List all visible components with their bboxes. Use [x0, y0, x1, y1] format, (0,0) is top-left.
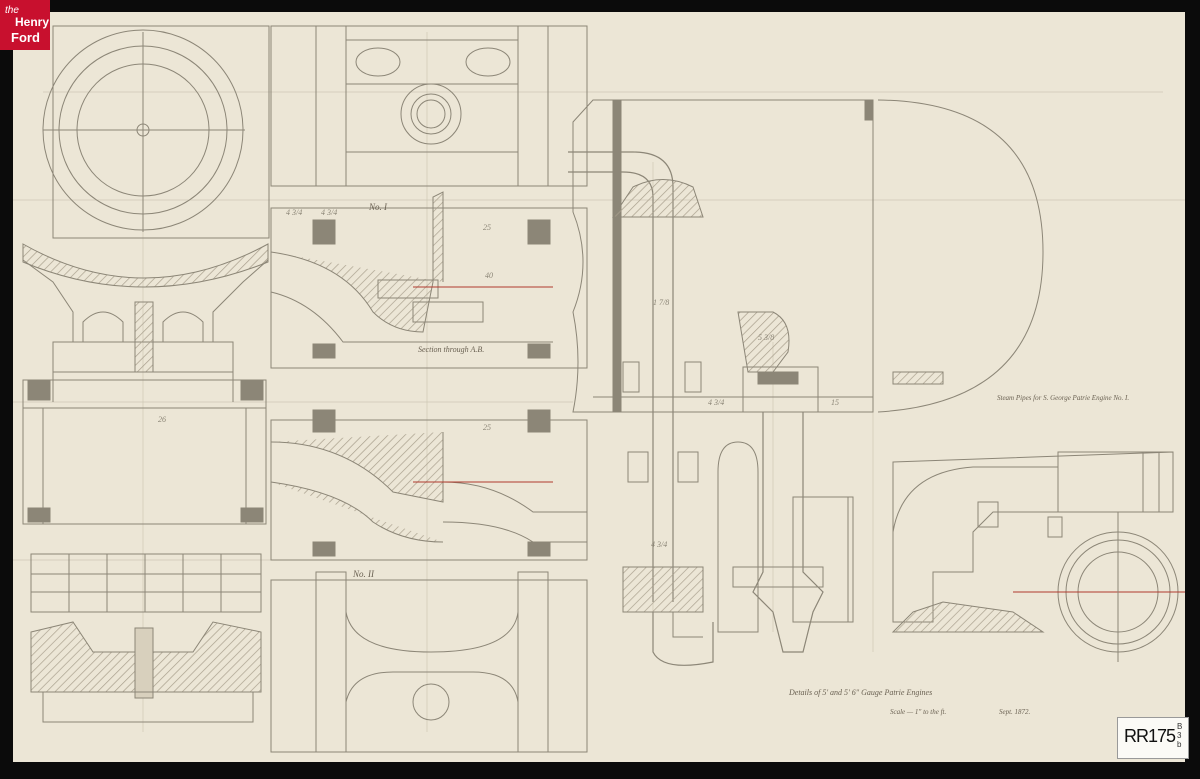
- accession-number: RR175: [1124, 726, 1176, 746]
- dim-5: 26: [158, 415, 166, 424]
- label-view-one: No. I: [369, 202, 387, 212]
- drawing-title: Details of 5' and 5' 6" Gauge Patrie Eng…: [789, 688, 933, 697]
- feed-pump: [891, 371, 1174, 633]
- axlebox-top: [270, 25, 588, 187]
- engineering-drawing: 4 3/4 4 3/4 25 40 26 1 7/8 5 3/8 4 3/4 1…: [13, 25, 1185, 753]
- accession-tag: RR175 B3b: [1117, 717, 1189, 759]
- dim-4: 40: [485, 271, 493, 280]
- saddle-section: [22, 243, 269, 402]
- bottom-left-assembly: [30, 553, 262, 723]
- section-one: [270, 191, 588, 369]
- axlebox-bottom: [270, 571, 588, 753]
- dim-3: 25: [483, 223, 491, 232]
- wheel-top-view: [42, 25, 270, 239]
- eccentric-wheel: [1013, 512, 1185, 662]
- dim-6: 1 7/8: [653, 298, 669, 307]
- dim-10: 4 3/4: [651, 540, 667, 549]
- drawing-date: Sept. 1872.: [999, 708, 1031, 716]
- label-view-two: No. II: [353, 569, 374, 579]
- drawing-scale: Scale — 1" to the ft.: [890, 708, 947, 716]
- frame-plates: [22, 379, 267, 525]
- label-steam-pipes: Steam Pipes for S. George Patrie Engine …: [997, 394, 1130, 402]
- accession-side-code: B3b: [1177, 722, 1183, 749]
- steam-pipe: [568, 151, 714, 666]
- dim-8: 4 3/4: [708, 398, 724, 407]
- steam-box: [572, 99, 1044, 413]
- label-section-ab: Section through A.B.: [418, 345, 485, 354]
- dim-9: 15: [831, 398, 839, 407]
- dim-7: 5 3/8: [758, 333, 774, 342]
- regulator-pipe: [717, 311, 854, 653]
- dim-11: 25: [483, 423, 491, 432]
- dim-2: 4 3/4: [321, 208, 337, 217]
- henry-ford-logo: the Henry Ford: [0, 0, 50, 50]
- dim-1: 4 3/4: [286, 208, 302, 217]
- drawing-sheet: 4 3/4 4 3/4 25 40 26 1 7/8 5 3/8 4 3/4 1…: [13, 12, 1185, 762]
- section-two: [270, 409, 588, 561]
